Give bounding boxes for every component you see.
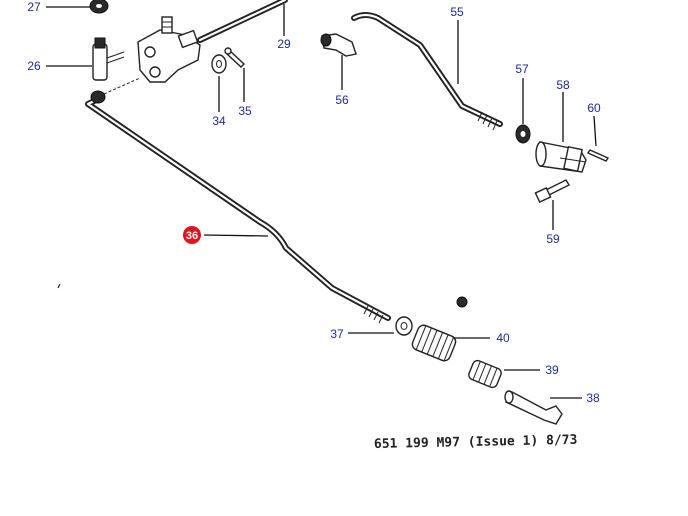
split-pin-60-part [586, 149, 610, 162]
clevis-58-part [535, 141, 587, 173]
nut-57-part [515, 124, 531, 144]
part-label-60: 60 [587, 101, 601, 115]
part-label-29: 29 [277, 37, 291, 51]
part-label-57: 57 [515, 62, 529, 76]
part-label-40: 40 [496, 331, 510, 345]
rod-36 [85, 77, 391, 324]
part-label-37: 37 [330, 327, 344, 341]
highlight-badge [183, 226, 201, 244]
part-badge-36: 36 [183, 226, 201, 244]
part-label-36: 36 [186, 230, 198, 242]
part-label-55: 55 [450, 5, 464, 19]
part-label-34: 34 [212, 114, 226, 128]
part-label-58: 58 [556, 78, 570, 92]
part-label-59: 59 [546, 232, 560, 246]
split-pin-35-part [224, 47, 246, 68]
washer-37-part [395, 316, 413, 336]
part-label-56: 56 [335, 93, 349, 107]
part-label-35: 35 [238, 104, 252, 118]
part-labels: 27 26 29 34 35 36 37 38 39 40 55 56 57 5… [27, 0, 601, 405]
part-label-39: 39 [545, 363, 559, 377]
clip-56-part [320, 33, 357, 57]
rod-29 [197, 0, 288, 43]
leader-lines [46, 4, 597, 399]
swivel-26-part [92, 37, 125, 81]
bolt-59-part [534, 179, 570, 203]
part-label-38: 38 [586, 391, 600, 405]
pin-38-part [504, 390, 563, 425]
washer-34-part [211, 54, 227, 74]
drawing-reference: 651 199 M97 (Issue 1) 8/73 [374, 433, 578, 452]
part-label-26: 26 [27, 59, 41, 73]
rod-55 [351, 12, 503, 131]
part-label-27: 27 [27, 0, 41, 14]
bracket-assembly [137, 16, 201, 83]
spring-39-part [468, 359, 502, 389]
nut-27-part [89, 0, 109, 14]
spring-40-part [411, 296, 468, 362]
